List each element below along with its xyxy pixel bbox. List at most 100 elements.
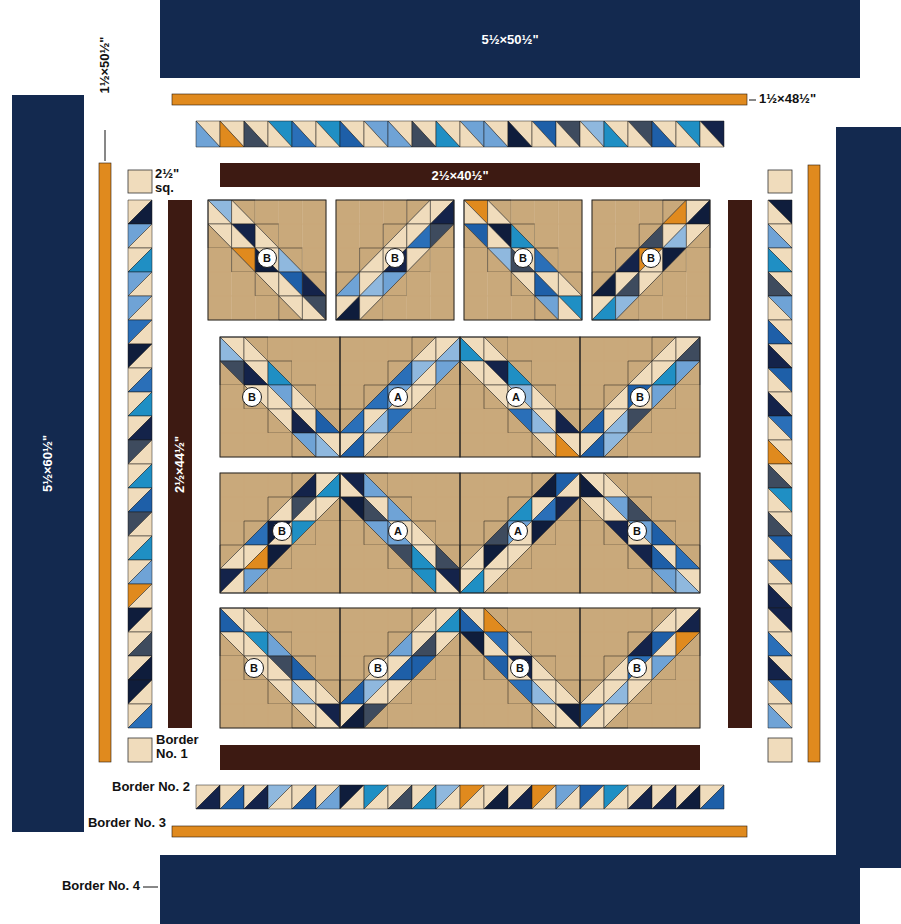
- patch-piece: [508, 545, 532, 569]
- corner-square: [128, 170, 152, 193]
- patch-piece: [436, 656, 460, 680]
- patch-piece: [364, 433, 388, 457]
- block-outline: [220, 337, 340, 457]
- patch-piece: [652, 121, 676, 147]
- patch-piece: [556, 473, 580, 497]
- patch-piece: [316, 680, 340, 704]
- patch-piece: [292, 409, 316, 433]
- patch-piece: [508, 497, 532, 521]
- patch-piece: [292, 409, 316, 433]
- patch-piece: [364, 632, 388, 656]
- patch-piece: [652, 569, 676, 593]
- patch-piece: [430, 224, 454, 248]
- block-outline: [580, 473, 700, 593]
- patch-piece: [604, 785, 628, 809]
- callout-letter: B: [636, 392, 644, 403]
- patch-piece: [292, 704, 316, 728]
- patch-piece: [412, 433, 436, 457]
- patch-piece: [488, 200, 512, 224]
- patch-piece: [628, 680, 652, 704]
- patch-piece: [460, 656, 484, 680]
- patch-piece: [652, 337, 676, 361]
- patch-piece: [508, 409, 532, 433]
- patch-piece: [768, 512, 792, 536]
- callout-letter: B: [374, 663, 382, 674]
- patch-piece: [676, 569, 700, 593]
- patch-piece: [628, 361, 652, 385]
- patch-piece: [652, 632, 676, 656]
- patch-piece: [220, 608, 244, 632]
- patch-piece: [388, 656, 412, 680]
- patch-piece: [556, 704, 580, 728]
- callout-letter: B: [633, 526, 641, 537]
- patch-piece: [488, 224, 512, 248]
- callout-letter: B: [263, 253, 271, 264]
- patch-piece: [255, 200, 279, 224]
- patch-piece: [652, 704, 676, 728]
- patch-piece: [316, 632, 340, 656]
- patch-piece: [316, 121, 340, 147]
- patch-piece: [340, 569, 364, 593]
- patch-piece: [316, 704, 340, 728]
- patch-piece: [535, 272, 559, 296]
- label-box: 1½×50½": [98, 5, 112, 125]
- patch-piece: [604, 608, 628, 632]
- patch-piece: [316, 361, 340, 385]
- patch-piece: [430, 296, 454, 320]
- patch-piece: [460, 704, 484, 728]
- patch-piece: [580, 632, 604, 656]
- patch-piece: [340, 785, 364, 809]
- patch-piece: [268, 521, 292, 545]
- patch-piece: [364, 121, 388, 147]
- patch-piece: [383, 248, 407, 272]
- patch-piece: [268, 632, 292, 656]
- patch-piece: [628, 656, 652, 680]
- patch-piece: [383, 272, 407, 296]
- callout-letter: B: [516, 663, 524, 674]
- patch-piece: [484, 569, 508, 593]
- patch-piece: [616, 248, 640, 272]
- patch-piece: [220, 361, 244, 385]
- patch-piece: [676, 632, 700, 656]
- patch-piece: [535, 272, 559, 296]
- patch-piece: [508, 361, 532, 385]
- patch-piece: [279, 272, 303, 296]
- patch-piece: [484, 608, 508, 632]
- patch-piece: [604, 521, 628, 545]
- patch-piece: [388, 632, 412, 656]
- patch-piece: [488, 248, 512, 272]
- patch-piece: [768, 584, 792, 608]
- patch-piece: [556, 632, 580, 656]
- patch-piece: [628, 608, 652, 632]
- patch-piece: [412, 608, 436, 632]
- patch-piece: [436, 497, 460, 521]
- patch-piece: [128, 200, 152, 224]
- patch-piece: [628, 121, 652, 147]
- patch-piece: [768, 296, 792, 320]
- patch-piece: [652, 632, 676, 656]
- block-outline: [464, 200, 582, 320]
- patch-piece: [484, 656, 508, 680]
- block-outline: [220, 608, 340, 728]
- patch-piece: [268, 337, 292, 361]
- patch-piece: [604, 433, 628, 457]
- patch-piece: [292, 656, 316, 680]
- patch-piece: [388, 337, 412, 361]
- patch-piece: [436, 608, 460, 632]
- callout-letter: B: [250, 663, 258, 674]
- patch-piece: [316, 785, 340, 809]
- patch-piece: [128, 656, 152, 680]
- patch-piece: [628, 785, 652, 809]
- patch-piece: [628, 121, 652, 147]
- patch-piece: [556, 785, 580, 809]
- patch-piece: [663, 200, 687, 224]
- patch-piece: [255, 296, 279, 320]
- patch-piece: [639, 272, 663, 296]
- patch-piece: [316, 569, 340, 593]
- patch-piece: [316, 433, 340, 457]
- patch-piece: [768, 632, 792, 656]
- patch-piece: [412, 409, 436, 433]
- patch-piece: [580, 433, 604, 457]
- patch-piece: [316, 656, 340, 680]
- corner-square: [768, 738, 792, 762]
